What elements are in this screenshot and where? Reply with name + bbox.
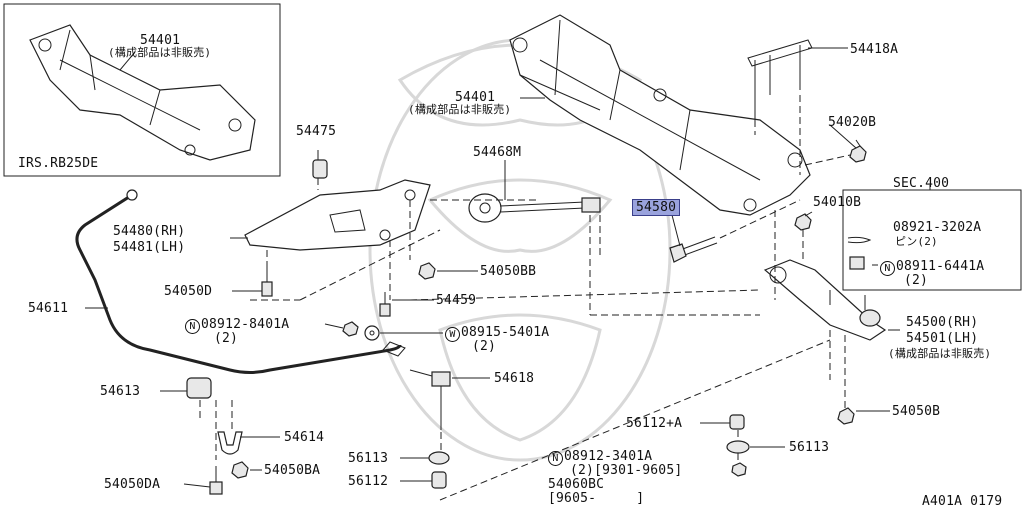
- label-54401-note: (構成部品は非販売): [408, 103, 512, 116]
- label-56113-right[interactable]: 56113: [789, 440, 830, 455]
- label-54480[interactable]: 54480(RH): [113, 224, 186, 239]
- nut-54060BC: [731, 462, 747, 477]
- label-08915-text: 08915-5401A: [461, 325, 550, 340]
- crossmember-drawing: [509, 14, 811, 216]
- stabilizer-bar-54611: [75, 193, 402, 374]
- label-08912a-qty: (2): [214, 331, 239, 346]
- label-56112-left[interactable]: 56112: [348, 474, 389, 489]
- label-54618[interactable]: 54618: [494, 371, 535, 386]
- bolt-54050D: [261, 281, 273, 297]
- cotter-pin-drawing: [847, 236, 872, 244]
- label-54611[interactable]: 54611: [28, 301, 69, 316]
- label-08912b-text: 08912-3401A: [564, 449, 653, 464]
- label-56112A[interactable]: 56112+A: [626, 416, 683, 431]
- label-08915-qty: (2): [472, 339, 497, 354]
- label-54401[interactable]: 54401: [455, 90, 496, 105]
- inset-variant-label: IRS.RB25DE: [18, 156, 99, 171]
- label-54418A[interactable]: 54418A: [850, 42, 899, 57]
- label-08911-qty: (2): [904, 273, 929, 288]
- nut-54050BB: [418, 262, 436, 280]
- inset-part-54401[interactable]: 54401: [140, 33, 181, 48]
- bushing-54475: [312, 159, 328, 179]
- label-54501[interactable]: 54501(LH): [906, 331, 979, 346]
- label-08921-3202A[interactable]: 08921-3202A: [893, 220, 982, 235]
- label-56113-left[interactable]: 56113: [348, 451, 389, 466]
- bolt-54050DA: [209, 481, 223, 495]
- washer-08915-5401A: [364, 325, 380, 341]
- label-08921-sub: ピン(2): [895, 235, 938, 248]
- label-54020B[interactable]: 54020B: [828, 115, 877, 130]
- label-54010B[interactable]: 54010B: [813, 195, 862, 210]
- label-54060BC-range: [9605- ]: [548, 491, 645, 506]
- lower-arm-54500-drawing: [763, 259, 887, 341]
- inset-part-note: (構成部品は非販売): [108, 46, 212, 59]
- link-rod-54468M-drawing: [468, 193, 601, 223]
- inset-frame: [3, 3, 281, 177]
- bolt-54459: [379, 303, 391, 317]
- bolt-54580-drawing: [669, 236, 718, 263]
- assembly-dashed-lines: [199, 95, 851, 501]
- leader-lines: [160, 97, 900, 488]
- figure-code: A401A 0179: [922, 494, 1003, 509]
- label-54050B[interactable]: 54050B: [892, 404, 941, 419]
- nut-08912-8401A: [342, 321, 359, 337]
- bolts-54418A-drawing: [747, 39, 813, 120]
- nut-54050BA: [231, 461, 249, 479]
- label-54500-note: (構成部品は非販売): [888, 347, 992, 360]
- sec400-frame: [842, 189, 1022, 291]
- label-54050BA[interactable]: 54050BA: [264, 463, 321, 478]
- label-sec400[interactable]: SEC.400: [893, 176, 950, 191]
- label-54500[interactable]: 54500(RH): [906, 315, 979, 330]
- label-54468M[interactable]: 54468M: [473, 145, 522, 160]
- nut-type-circle-icon: N: [185, 319, 200, 334]
- label-54614[interactable]: 54614: [284, 430, 325, 445]
- bushing-56112A-right: [729, 414, 745, 430]
- label-08911-text: 08911-6441A: [896, 259, 985, 274]
- label-54050D[interactable]: 54050D: [164, 284, 213, 299]
- washer-type-circle-icon: W: [445, 327, 460, 342]
- label-54475[interactable]: 54475: [296, 124, 337, 139]
- nut-type-circle-icon: N: [548, 451, 563, 466]
- nut-54020B: [849, 145, 867, 163]
- label-08912a-text: 08912-8401A: [201, 317, 290, 332]
- inset-crossmember-drawing: [29, 24, 256, 161]
- bushing-56112-left: [431, 471, 447, 489]
- label-54459[interactable]: 54459: [436, 293, 477, 308]
- nut-54050B: [837, 407, 855, 425]
- washer-56113-left: [428, 451, 450, 465]
- bracket-54480-drawing: [244, 179, 431, 251]
- washer-56113-right: [726, 440, 750, 454]
- bushing-54613: [186, 377, 212, 399]
- bracket-54614: [217, 431, 243, 455]
- label-54060BC[interactable]: 54060BC: [548, 477, 605, 492]
- label-54481[interactable]: 54481(LH): [113, 240, 186, 255]
- label-54050BB[interactable]: 54050BB: [480, 264, 537, 279]
- nut-54010B: [794, 213, 812, 231]
- castle-nut-drawing: [849, 256, 865, 270]
- label-54050DA[interactable]: 54050DA: [104, 477, 161, 492]
- label-08912b-range: (2)[9301-9605]: [570, 463, 683, 478]
- label-54580-highlighted[interactable]: 54580: [632, 199, 681, 216]
- nut-type-circle-icon: N: [880, 261, 895, 276]
- label-54613[interactable]: 54613: [100, 384, 141, 399]
